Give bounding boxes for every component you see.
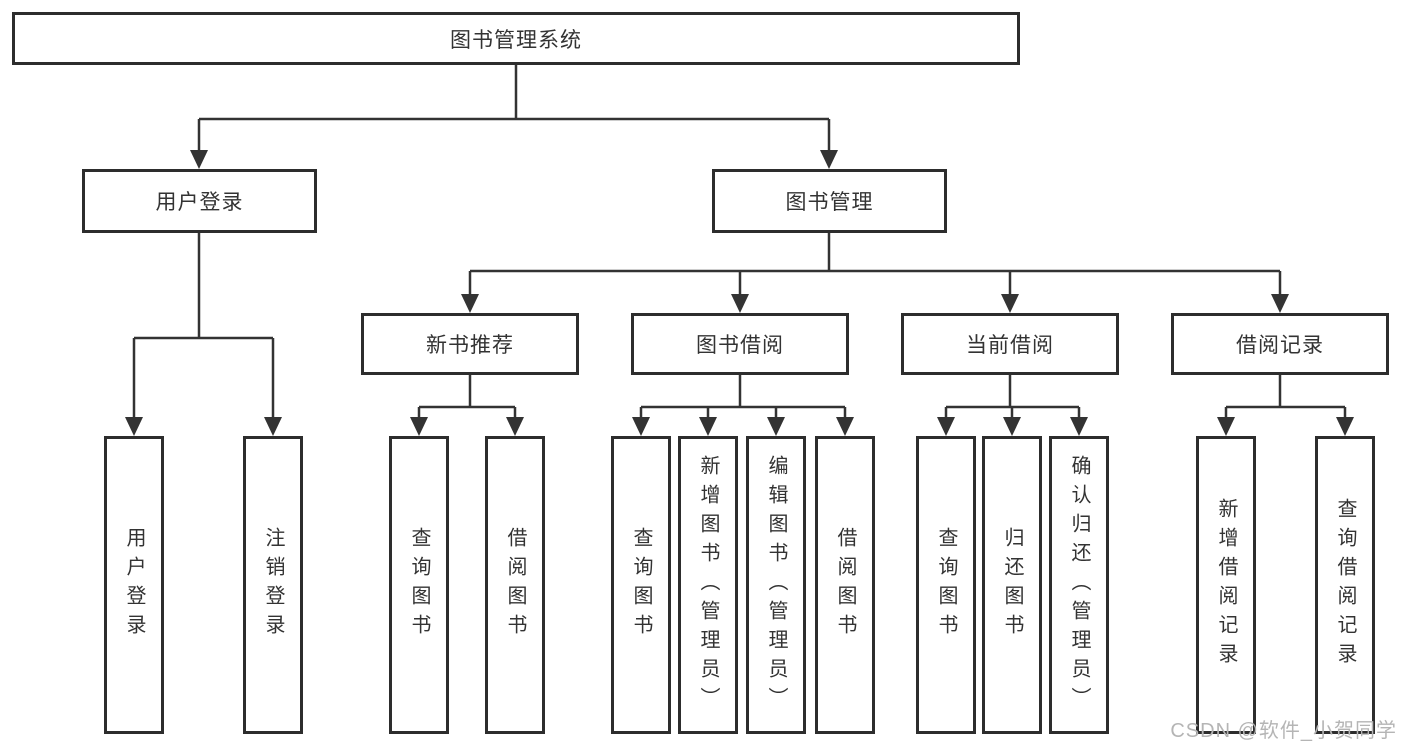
arrowhead-down-icon: [731, 294, 749, 313]
arrowhead-down-icon: [1070, 417, 1088, 436]
arrowhead-down-icon: [461, 294, 479, 313]
leaf-current-return-books: 归还图书: [982, 436, 1042, 734]
node-book-management: 图书管理: [712, 169, 947, 233]
leaf-borrow-add-books-admin: 新增图书（管理员）: [678, 436, 738, 734]
leaf-current-query-books: 查询图书: [916, 436, 976, 734]
arrowhead-down-icon: [937, 417, 955, 436]
arrowhead-down-icon: [820, 150, 838, 169]
node-borrow-records: 借阅记录: [1171, 313, 1389, 375]
arrowhead-down-icon: [1001, 294, 1019, 313]
leaf-current-confirm-return-admin: 确认归还（管理员）: [1049, 436, 1109, 734]
connector-book-management-to-level3: [468, 233, 1282, 296]
arrowhead-down-icon: [506, 417, 524, 436]
leaf-borrow-borrow-books: 借阅图书: [815, 436, 875, 734]
arrowhead-down-icon: [1217, 417, 1235, 436]
arrowheads: [125, 150, 1354, 436]
arrowhead-down-icon: [1271, 294, 1289, 313]
arrowhead-down-icon: [767, 417, 785, 436]
connector-book-borrow-to-leaves: [639, 375, 847, 420]
arrowhead-down-icon: [836, 417, 854, 436]
leaf-records-add-borrow-record: 新增借阅记录: [1196, 436, 1256, 734]
leaf-logout-login: 注销登录: [243, 436, 303, 734]
arrowhead-down-icon: [1003, 417, 1021, 436]
leaf-recommend-borrow-books: 借阅图书: [485, 436, 545, 734]
leaf-borrow-query-books: 查询图书: [611, 436, 671, 734]
arrowhead-down-icon: [410, 417, 428, 436]
arrowhead-down-icon: [1336, 417, 1354, 436]
connector-new-book-recommend-to-leaves: [417, 375, 517, 420]
arrowhead-down-icon: [125, 417, 143, 436]
arrowhead-down-icon: [190, 150, 208, 169]
node-user-login: 用户登录: [82, 169, 317, 233]
leaf-records-query-borrow-record: 查询借阅记录: [1315, 436, 1375, 734]
arrowhead-down-icon: [264, 417, 282, 436]
csdn-watermark: CSDN @软件_小贺同学: [1170, 720, 1397, 742]
node-current-borrow: 当前借阅: [901, 313, 1119, 375]
connector-user-login-to-leaves: [132, 233, 275, 420]
leaf-recommend-query-books: 查询图书: [389, 436, 449, 734]
arrowhead-down-icon: [699, 417, 717, 436]
node-root-library-management-system: 图书管理系统: [12, 12, 1020, 65]
connector-root-to-level2: [197, 64, 831, 152]
leaf-user-login: 用户登录: [104, 436, 164, 734]
node-new-book-recommend: 新书推荐: [361, 313, 579, 375]
leaf-borrow-edit-books-admin: 编辑图书（管理员）: [746, 436, 806, 734]
node-book-borrow: 图书借阅: [631, 313, 849, 375]
connector-borrow-records-to-leaves: [1224, 375, 1347, 420]
arrowhead-down-icon: [632, 417, 650, 436]
connector-current-borrow-to-leaves: [944, 375, 1081, 420]
